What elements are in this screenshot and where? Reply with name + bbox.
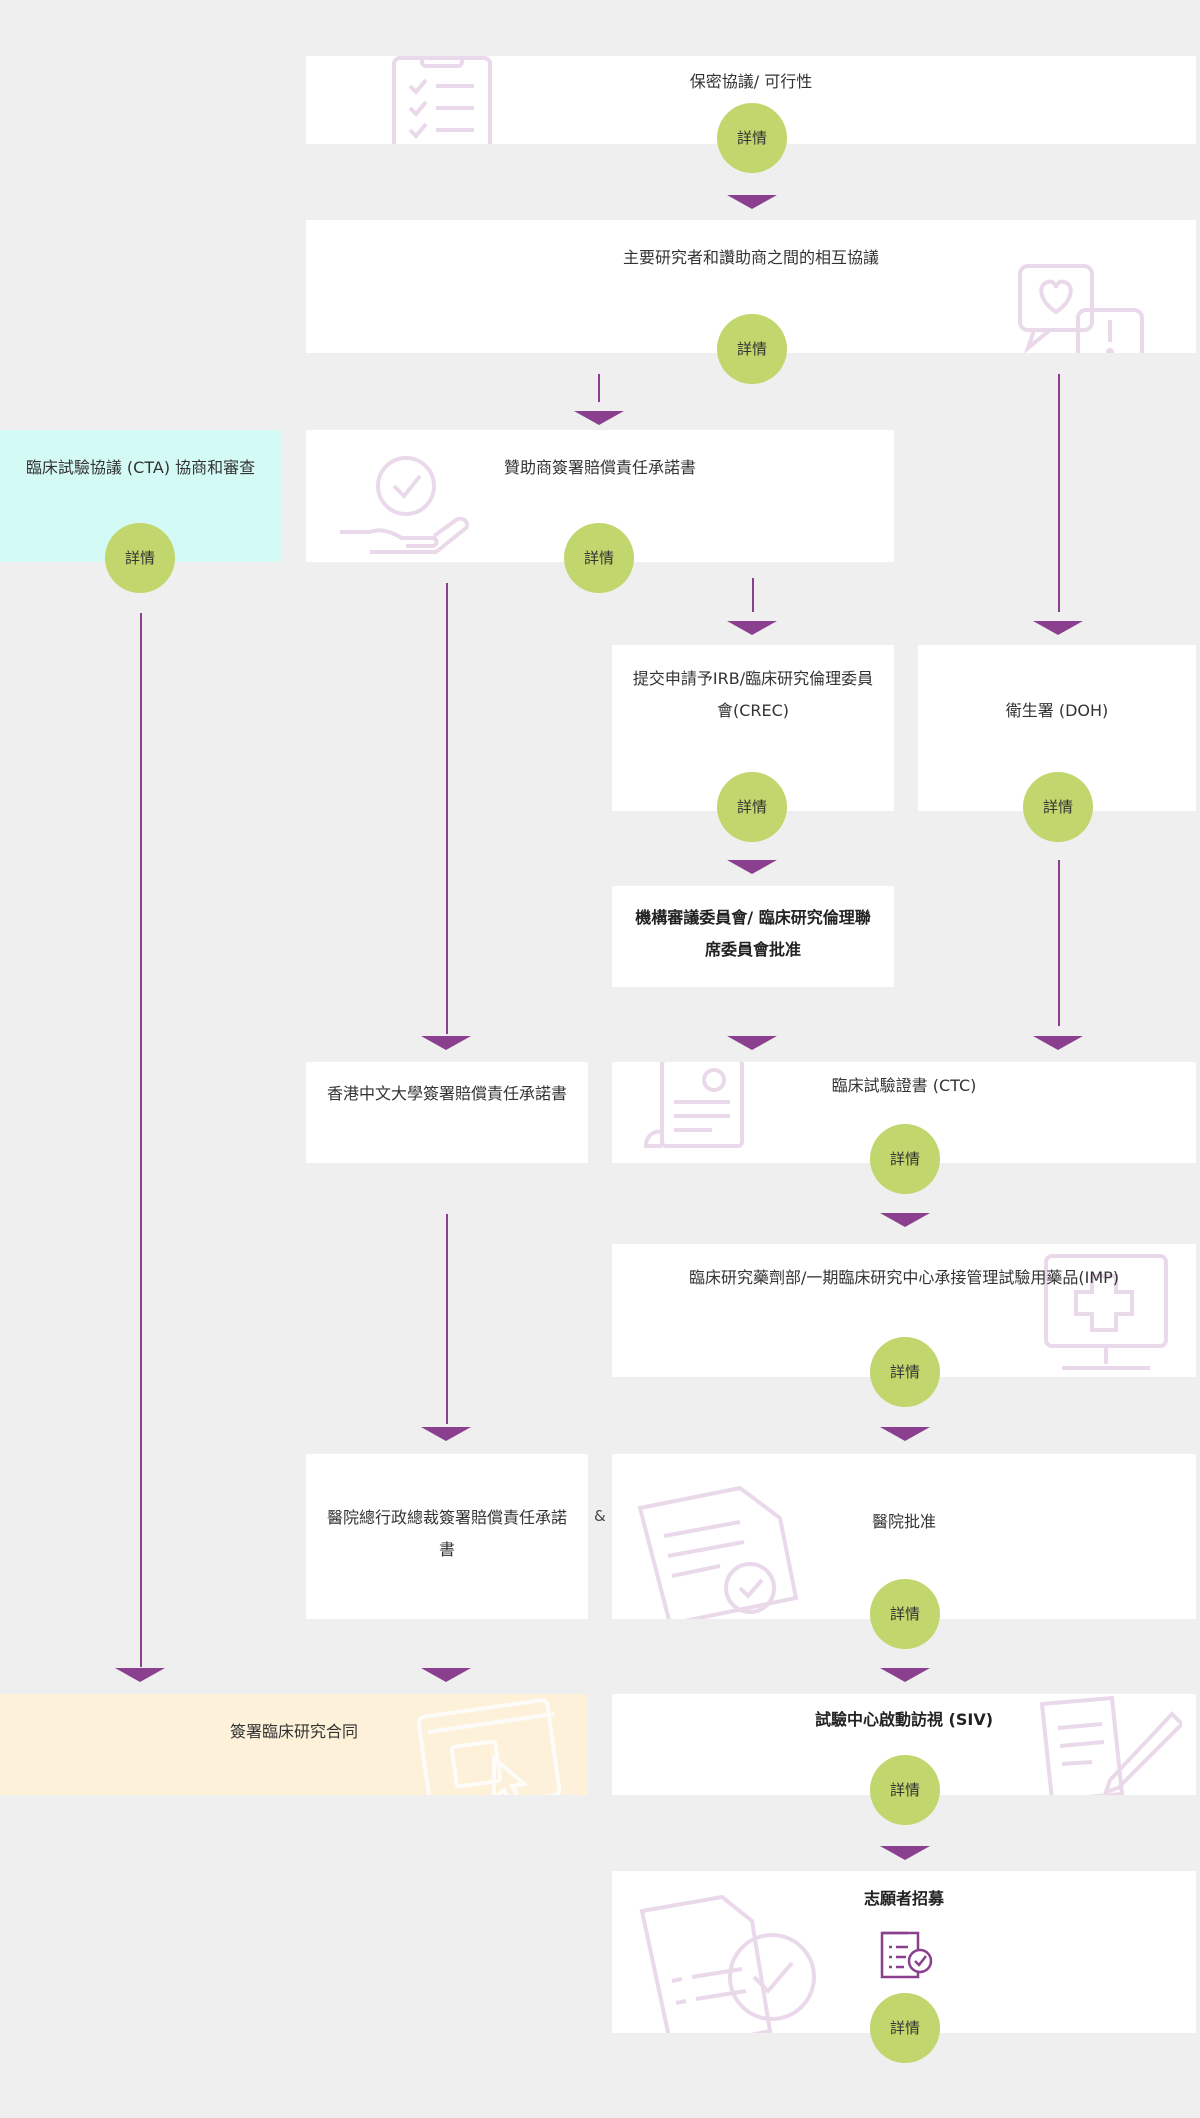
- flow-arrow: [421, 1427, 471, 1441]
- flow-arrow: [727, 195, 777, 209]
- step-title: 醫院總行政總裁簽署賠償責任承諾書: [326, 1508, 567, 1559]
- connector-line: [598, 374, 600, 402]
- flow-arrow: [880, 1846, 930, 1860]
- step-title: 臨床研究藥劑部/一期臨床研究中心承接管理試驗用藥品(IMP): [688, 1268, 1120, 1287]
- flow-arrow: [115, 1668, 165, 1682]
- detail-button[interactable]: 詳情: [717, 103, 787, 173]
- flow-arrow: [1033, 1036, 1083, 1050]
- step-title: 臨床試驗證書 (CTC): [831, 1076, 977, 1095]
- flow-arrow: [727, 1036, 777, 1050]
- step-title: 香港中文大學簽署賠償責任承諾書: [326, 1084, 567, 1103]
- detail-button[interactable]: 詳情: [870, 1124, 940, 1194]
- connector-line: [446, 583, 448, 1034]
- flow-arrow: [880, 1668, 930, 1682]
- flow-arrow: [727, 860, 777, 874]
- certificate-scroll-icon: [642, 1062, 752, 1156]
- detail-button[interactable]: 詳情: [717, 772, 787, 842]
- step-title: 醫院批准: [871, 1512, 936, 1531]
- document-check-icon: [632, 1891, 832, 2033]
- step-cuhk-indemnity: 香港中文大學簽署賠償責任承諾書: [306, 1062, 588, 1163]
- medical-monitor-icon: [1042, 1252, 1172, 1377]
- step-title: 衛生署 (DOH): [1005, 701, 1109, 720]
- step-title: 志願者招募: [863, 1889, 944, 1908]
- approval-document-icon: [630, 1478, 810, 1619]
- step-title: 機構審議委員會/ 臨床研究倫理聯席委員會批准: [635, 908, 871, 959]
- flow-arrow: [574, 411, 624, 425]
- step-title: 臨床試驗協議 (CTA) 協商和審查: [25, 458, 256, 477]
- step-title: 主要研究者和讚助商之間的相互協議: [622, 248, 879, 267]
- connector-line: [140, 613, 142, 1667]
- checklist-document-icon: [878, 1927, 934, 1985]
- connector-line: [446, 1214, 448, 1424]
- detail-button[interactable]: 詳情: [1023, 772, 1093, 842]
- step-hce-indemnity: 醫院總行政總裁簽署賠償責任承諾書: [306, 1454, 588, 1619]
- detail-button[interactable]: 詳情: [564, 523, 634, 593]
- connector-line: [1058, 860, 1060, 1026]
- flow-arrow: [727, 621, 777, 635]
- chat-bubbles-icon: [1016, 262, 1146, 353]
- document-pen-icon: [1022, 1694, 1182, 1795]
- step-irb-approval: 機構審議委員會/ 臨床研究倫理聯席委員會批准: [612, 886, 894, 987]
- hand-check-icon: [336, 452, 476, 562]
- detail-button[interactable]: 詳情: [870, 1337, 940, 1407]
- step-title: 贊助商簽署賠償責任承諾書: [503, 458, 696, 477]
- flow-arrow: [421, 1036, 471, 1050]
- step-title: 提交申請予IRB/臨床研究倫理委員會(CREC): [632, 669, 874, 720]
- browser-click-icon: [414, 1698, 564, 1795]
- detail-button[interactable]: 詳情: [105, 523, 175, 593]
- flow-arrow: [421, 1668, 471, 1682]
- detail-button[interactable]: 詳情: [870, 1993, 940, 2063]
- detail-button[interactable]: 詳情: [717, 314, 787, 384]
- ampersand-label: &: [594, 1507, 606, 1525]
- flow-arrow: [880, 1213, 930, 1227]
- clipboard-checklist-icon: [382, 56, 508, 144]
- step-title: 試驗中心啟動訪視 (SIV): [814, 1710, 994, 1729]
- detail-button[interactable]: 詳情: [870, 1755, 940, 1825]
- step-sign-contract: 簽署臨床研究合同: [0, 1694, 588, 1795]
- connector-line: [1058, 374, 1060, 612]
- step-title: 保密協議/ 可行性: [689, 72, 813, 91]
- detail-button[interactable]: 詳情: [870, 1579, 940, 1649]
- step-title: 簽署臨床研究合同: [229, 1722, 358, 1741]
- flow-arrow: [880, 1427, 930, 1441]
- connector-line: [752, 578, 754, 612]
- flow-arrow: [1033, 621, 1083, 635]
